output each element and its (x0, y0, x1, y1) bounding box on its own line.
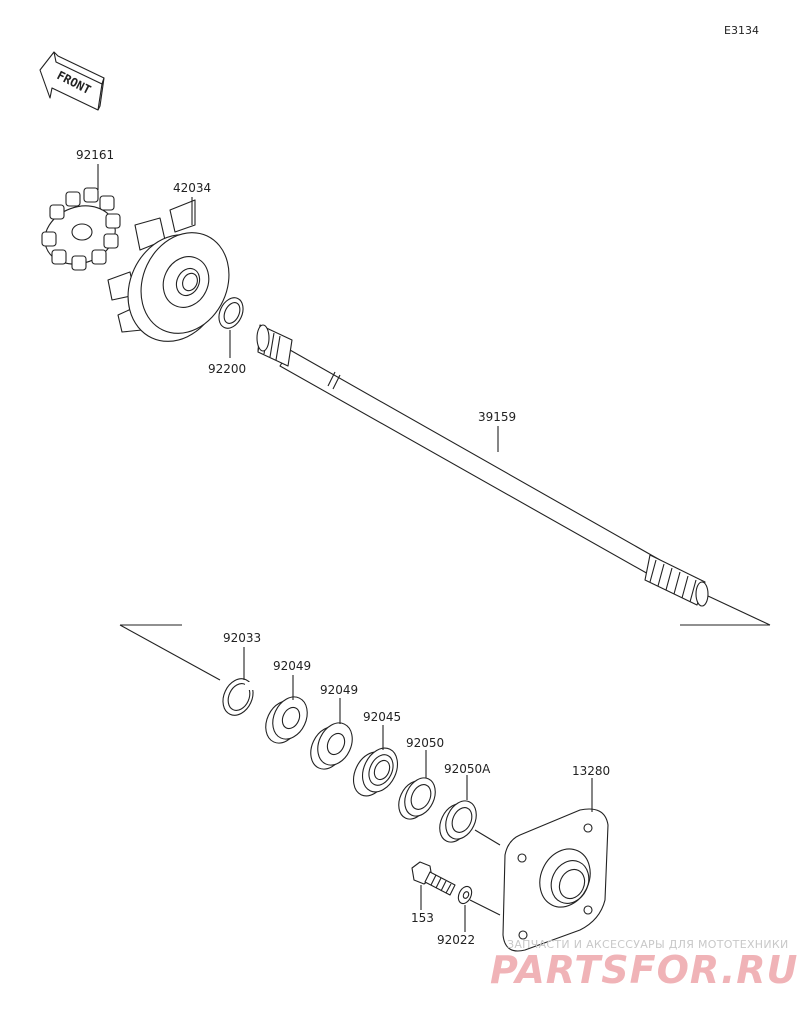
callout-13280[interactable]: 13280 (572, 764, 611, 778)
housing-13280 (502, 808, 609, 952)
callout-92033[interactable]: 92033 (223, 631, 262, 645)
watermark-logo: PARTSFOR.RU (490, 948, 799, 992)
bearing-92045 (352, 747, 399, 797)
callout-92200[interactable]: 92200 (208, 362, 247, 376)
callout-42034[interactable]: 42034 (173, 181, 212, 195)
callout-92045[interactable]: 92045 (363, 710, 402, 724)
damper-rubber-92161 (41, 187, 121, 271)
drive-shaft-39159 (256, 324, 709, 607)
washer-92200 (218, 297, 244, 329)
bolt-153 (411, 861, 456, 896)
callout-92050[interactable]: 92050 (406, 736, 445, 750)
washer-92022 (457, 885, 473, 905)
circlip-92033 (222, 678, 255, 716)
oil-seal-92050a (439, 800, 477, 843)
callout-92161[interactable]: 92161 (76, 148, 115, 162)
oil-seal-92049-a (265, 696, 308, 744)
callout-153[interactable]: 153 (411, 911, 434, 925)
watermark-tagline: ЗАПЧАСТИ И АКСЕССУАРЫ ДЛЯ МОТОТЕХНИКИ (507, 938, 789, 951)
front-arrow-icon (39, 51, 105, 111)
callout-92022[interactable]: 92022 (437, 933, 476, 947)
callout-92050a[interactable]: 92050A (444, 762, 491, 776)
coupling-42034 (107, 199, 230, 342)
callout-92049-a[interactable]: 92049 (273, 659, 312, 673)
callout-39159[interactable]: 39159 (478, 410, 517, 424)
oil-seal-92049-b (310, 722, 353, 770)
callout-92049-b[interactable]: 92049 (320, 683, 359, 697)
oil-seal-92050 (398, 777, 436, 820)
diagram-code: E3134 (724, 24, 759, 37)
